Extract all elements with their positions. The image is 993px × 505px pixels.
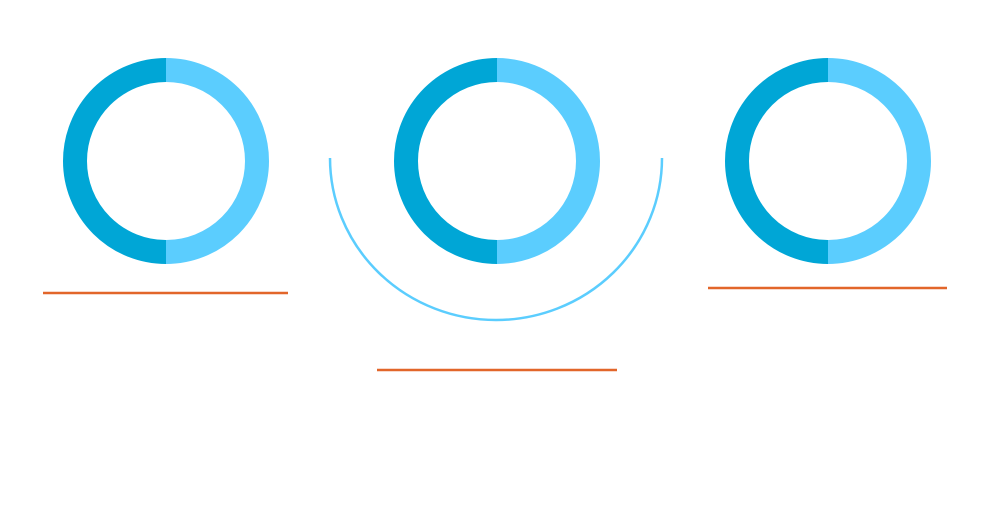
ring-left-light-half — [165, 58, 269, 264]
ring-center-light-half — [496, 58, 600, 264]
ring-right-light-half — [827, 58, 931, 264]
ring-center — [394, 58, 600, 264]
ring-right-dark-half — [725, 58, 829, 264]
ring-left-dark-half — [63, 58, 167, 264]
ring-center-dark-half — [394, 58, 498, 264]
ring-right — [725, 58, 931, 264]
center-arc — [328, 157, 664, 322]
ring-left — [63, 58, 269, 264]
